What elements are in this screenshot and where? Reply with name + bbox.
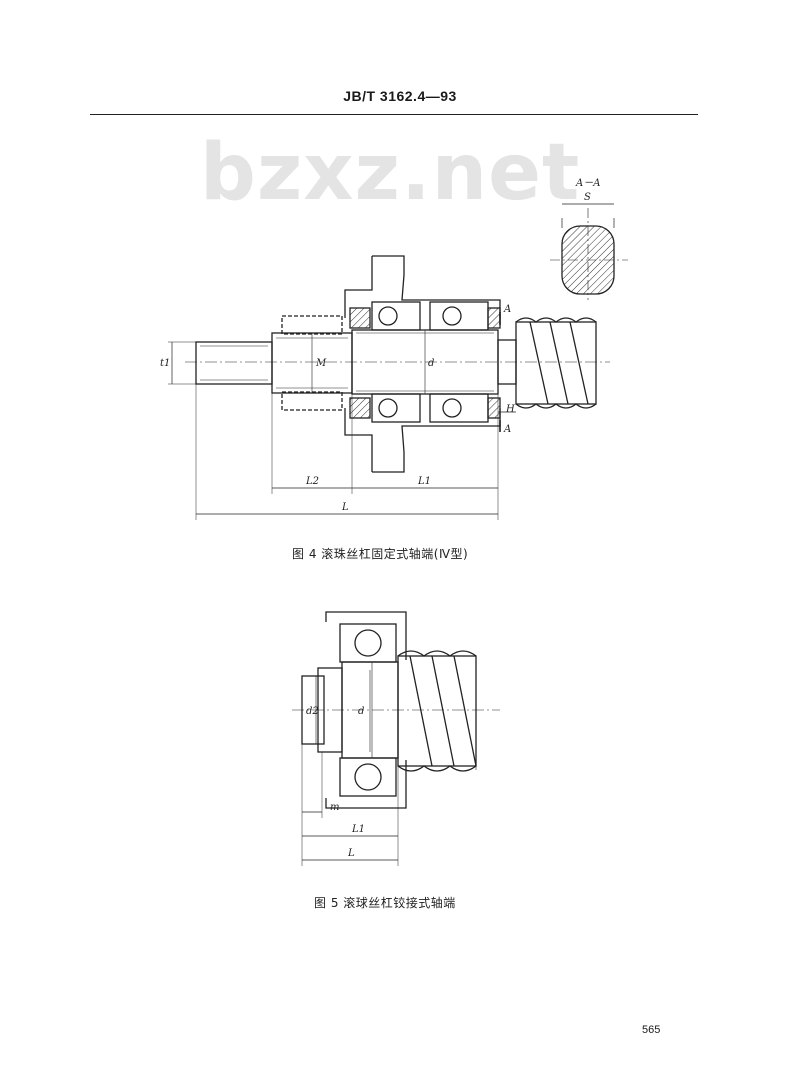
fig4-label-h: H [505,404,515,415]
fig4-label-s: S [584,192,591,203]
fig4-label-d: d [428,358,434,369]
fig4-label-a-bottom: A [503,424,511,435]
header-rule [90,114,698,115]
standard-code-header: JB/T 3162.4—93 [343,88,457,104]
fig4-label-t1: t1 [160,358,170,369]
fig4-label-a-top: A [503,304,511,315]
figure-5-drawing: d2 d m L1 L [292,611,500,866]
fig4-label-section: A－A [575,178,600,189]
fig4-label-l1: L1 [417,476,431,487]
fig5-label-d: d [358,706,364,717]
fig5-label-l1: L1 [351,824,365,835]
fig4-label-l2: L2 [305,476,319,487]
watermark-logo: bzxz.net [200,128,581,218]
fig5-label-l: L [347,848,355,859]
fig4-label-l: L [341,502,349,513]
fig4-label-m: M [315,358,327,369]
fig5-label-m: m [330,802,339,813]
figure-4-caption: 图 4 滚珠丝杠固定式轴端(Ⅳ型) [292,547,469,561]
figure-4-drawing: A－A S A A H t1 M d L2 L1 L [160,178,628,520]
page-number: 565 [642,1024,661,1036]
figure-5-caption: 图 5 滚球丝杠铰接式轴端 [314,896,456,910]
fig5-label-d2: d2 [306,706,319,717]
